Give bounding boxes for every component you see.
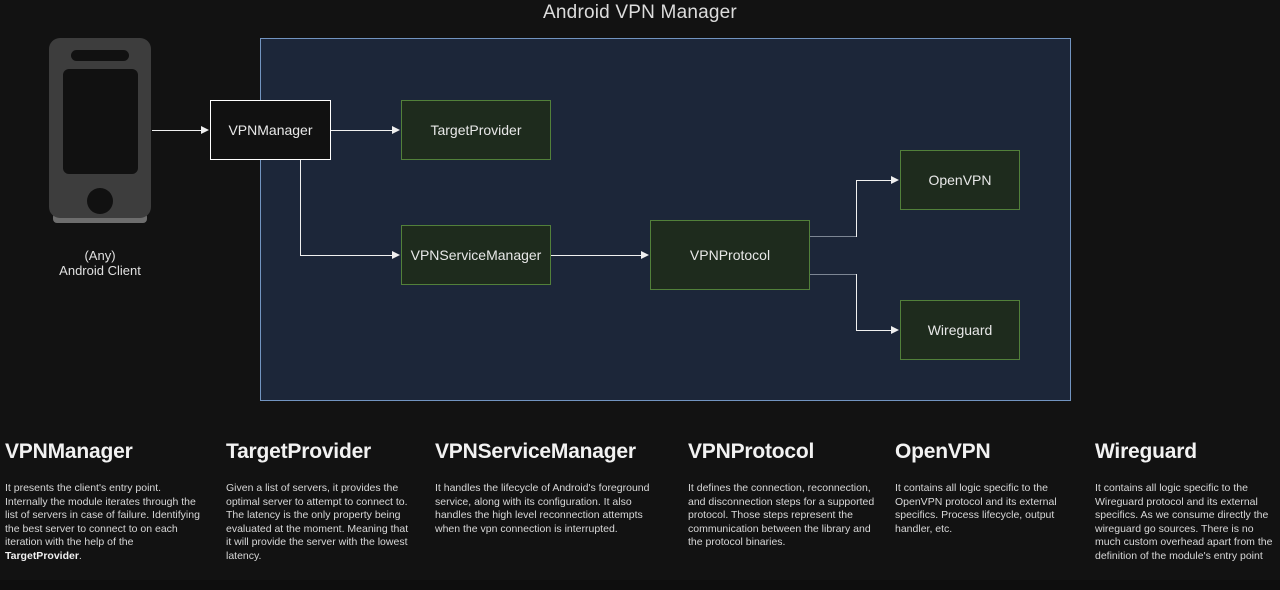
page-title: Android VPN Manager xyxy=(543,2,737,23)
description-heading: VPNProtocol xyxy=(688,440,815,463)
arrowhead-vpnservicemanager-to-vpnprotocol xyxy=(641,251,649,259)
description-targetprovider: TargetProvider Given a list of servers, … xyxy=(226,440,416,563)
node-vpnservicemanager[interactable]: VPNServiceManager xyxy=(401,225,551,285)
description-openvpn: OpenVPN It contains all logic specific t… xyxy=(895,440,1075,536)
node-vpnprotocol[interactable]: VPNProtocol xyxy=(650,220,810,290)
description-body-post: . xyxy=(78,549,82,562)
description-body: It presents the client's entry point. In… xyxy=(5,482,205,563)
node-openvpn[interactable]: OpenVPN xyxy=(900,150,1020,210)
node-wireguard[interactable]: Wireguard xyxy=(900,300,1020,360)
phone-body xyxy=(49,38,151,218)
arrowhead-vpnmanager-to-targetprovider xyxy=(392,126,400,134)
phone-shadow xyxy=(53,213,147,223)
architecture-diagram: (Any) Android Client VPNManager TargetPr… xyxy=(0,38,1071,401)
description-body: It defines the connection, reconnection,… xyxy=(688,482,875,548)
description-vpnservicemanager: VPNServiceManager It handles the lifecyc… xyxy=(435,440,665,536)
edge-vpnprotocol-to-wireguard-riser xyxy=(856,274,857,331)
edge-vpnmanager-down xyxy=(300,160,301,255)
footer-strip xyxy=(0,580,1280,590)
phone-screen xyxy=(63,69,138,174)
node-targetprovider[interactable]: TargetProvider xyxy=(401,100,551,160)
client-label-line1: (Any) xyxy=(84,248,116,263)
android-phone-icon xyxy=(49,38,151,223)
description-heading: OpenVPN xyxy=(895,440,991,463)
description-body-pre: It presents the client's entry point. In… xyxy=(5,482,200,548)
description-body: Given a list of servers, it provides the… xyxy=(226,482,409,562)
arrowhead-client-to-vpnmanager xyxy=(201,126,209,134)
edge-vpnservicemanager-to-vpnprotocol xyxy=(551,255,641,256)
arrowhead-vpnmanager-to-vpnservicemanager xyxy=(392,251,400,259)
description-heading: VPNManager xyxy=(5,440,133,463)
edge-client-to-vpnmanager xyxy=(152,130,202,131)
description-heading: TargetProvider xyxy=(226,440,372,463)
description-body: It contains all logic specific to the Op… xyxy=(895,482,1057,535)
client-label: (Any) Android Client xyxy=(0,248,200,278)
arrowhead-vpnprotocol-to-openvpn xyxy=(891,176,899,184)
description-vpnprotocol: VPNProtocol It defines the connection, r… xyxy=(688,440,878,550)
edge-vpnmanager-to-targetprovider xyxy=(331,130,392,131)
edge-vpnprotocol-to-openvpn xyxy=(856,180,892,181)
edge-vpnprotocol-to-openvpn-riser xyxy=(856,180,857,237)
edge-vpnmanager-to-vpnservicemanager xyxy=(300,255,392,256)
description-vpnmanager: VPNManager It presents the client's entr… xyxy=(5,440,205,563)
description-wireguard: Wireguard It contains all logic specific… xyxy=(1095,440,1275,563)
edge-vpnprotocol-to-wireguard xyxy=(856,330,892,331)
client-label-line2: Android Client xyxy=(59,263,141,278)
description-body-emphasis: TargetProvider xyxy=(5,549,79,562)
edge-vpnprotocol-to-openvpn-stub xyxy=(810,236,857,237)
description-heading: Wireguard xyxy=(1095,440,1197,463)
node-vpnmanager[interactable]: VPNManager xyxy=(210,100,331,160)
arrowhead-vpnprotocol-to-wireguard xyxy=(891,326,899,334)
edge-vpnprotocol-to-wireguard-stub xyxy=(810,274,857,275)
phone-home-button-icon xyxy=(87,188,113,214)
description-heading: VPNServiceManager xyxy=(435,440,636,463)
descriptions-section: VPNManager It presents the client's entr… xyxy=(0,440,1280,590)
description-body: It contains all logic specific to the Wi… xyxy=(1095,482,1273,562)
description-body: It handles the lifecycle of Android's fo… xyxy=(435,482,650,535)
phone-speaker-icon xyxy=(71,50,129,61)
